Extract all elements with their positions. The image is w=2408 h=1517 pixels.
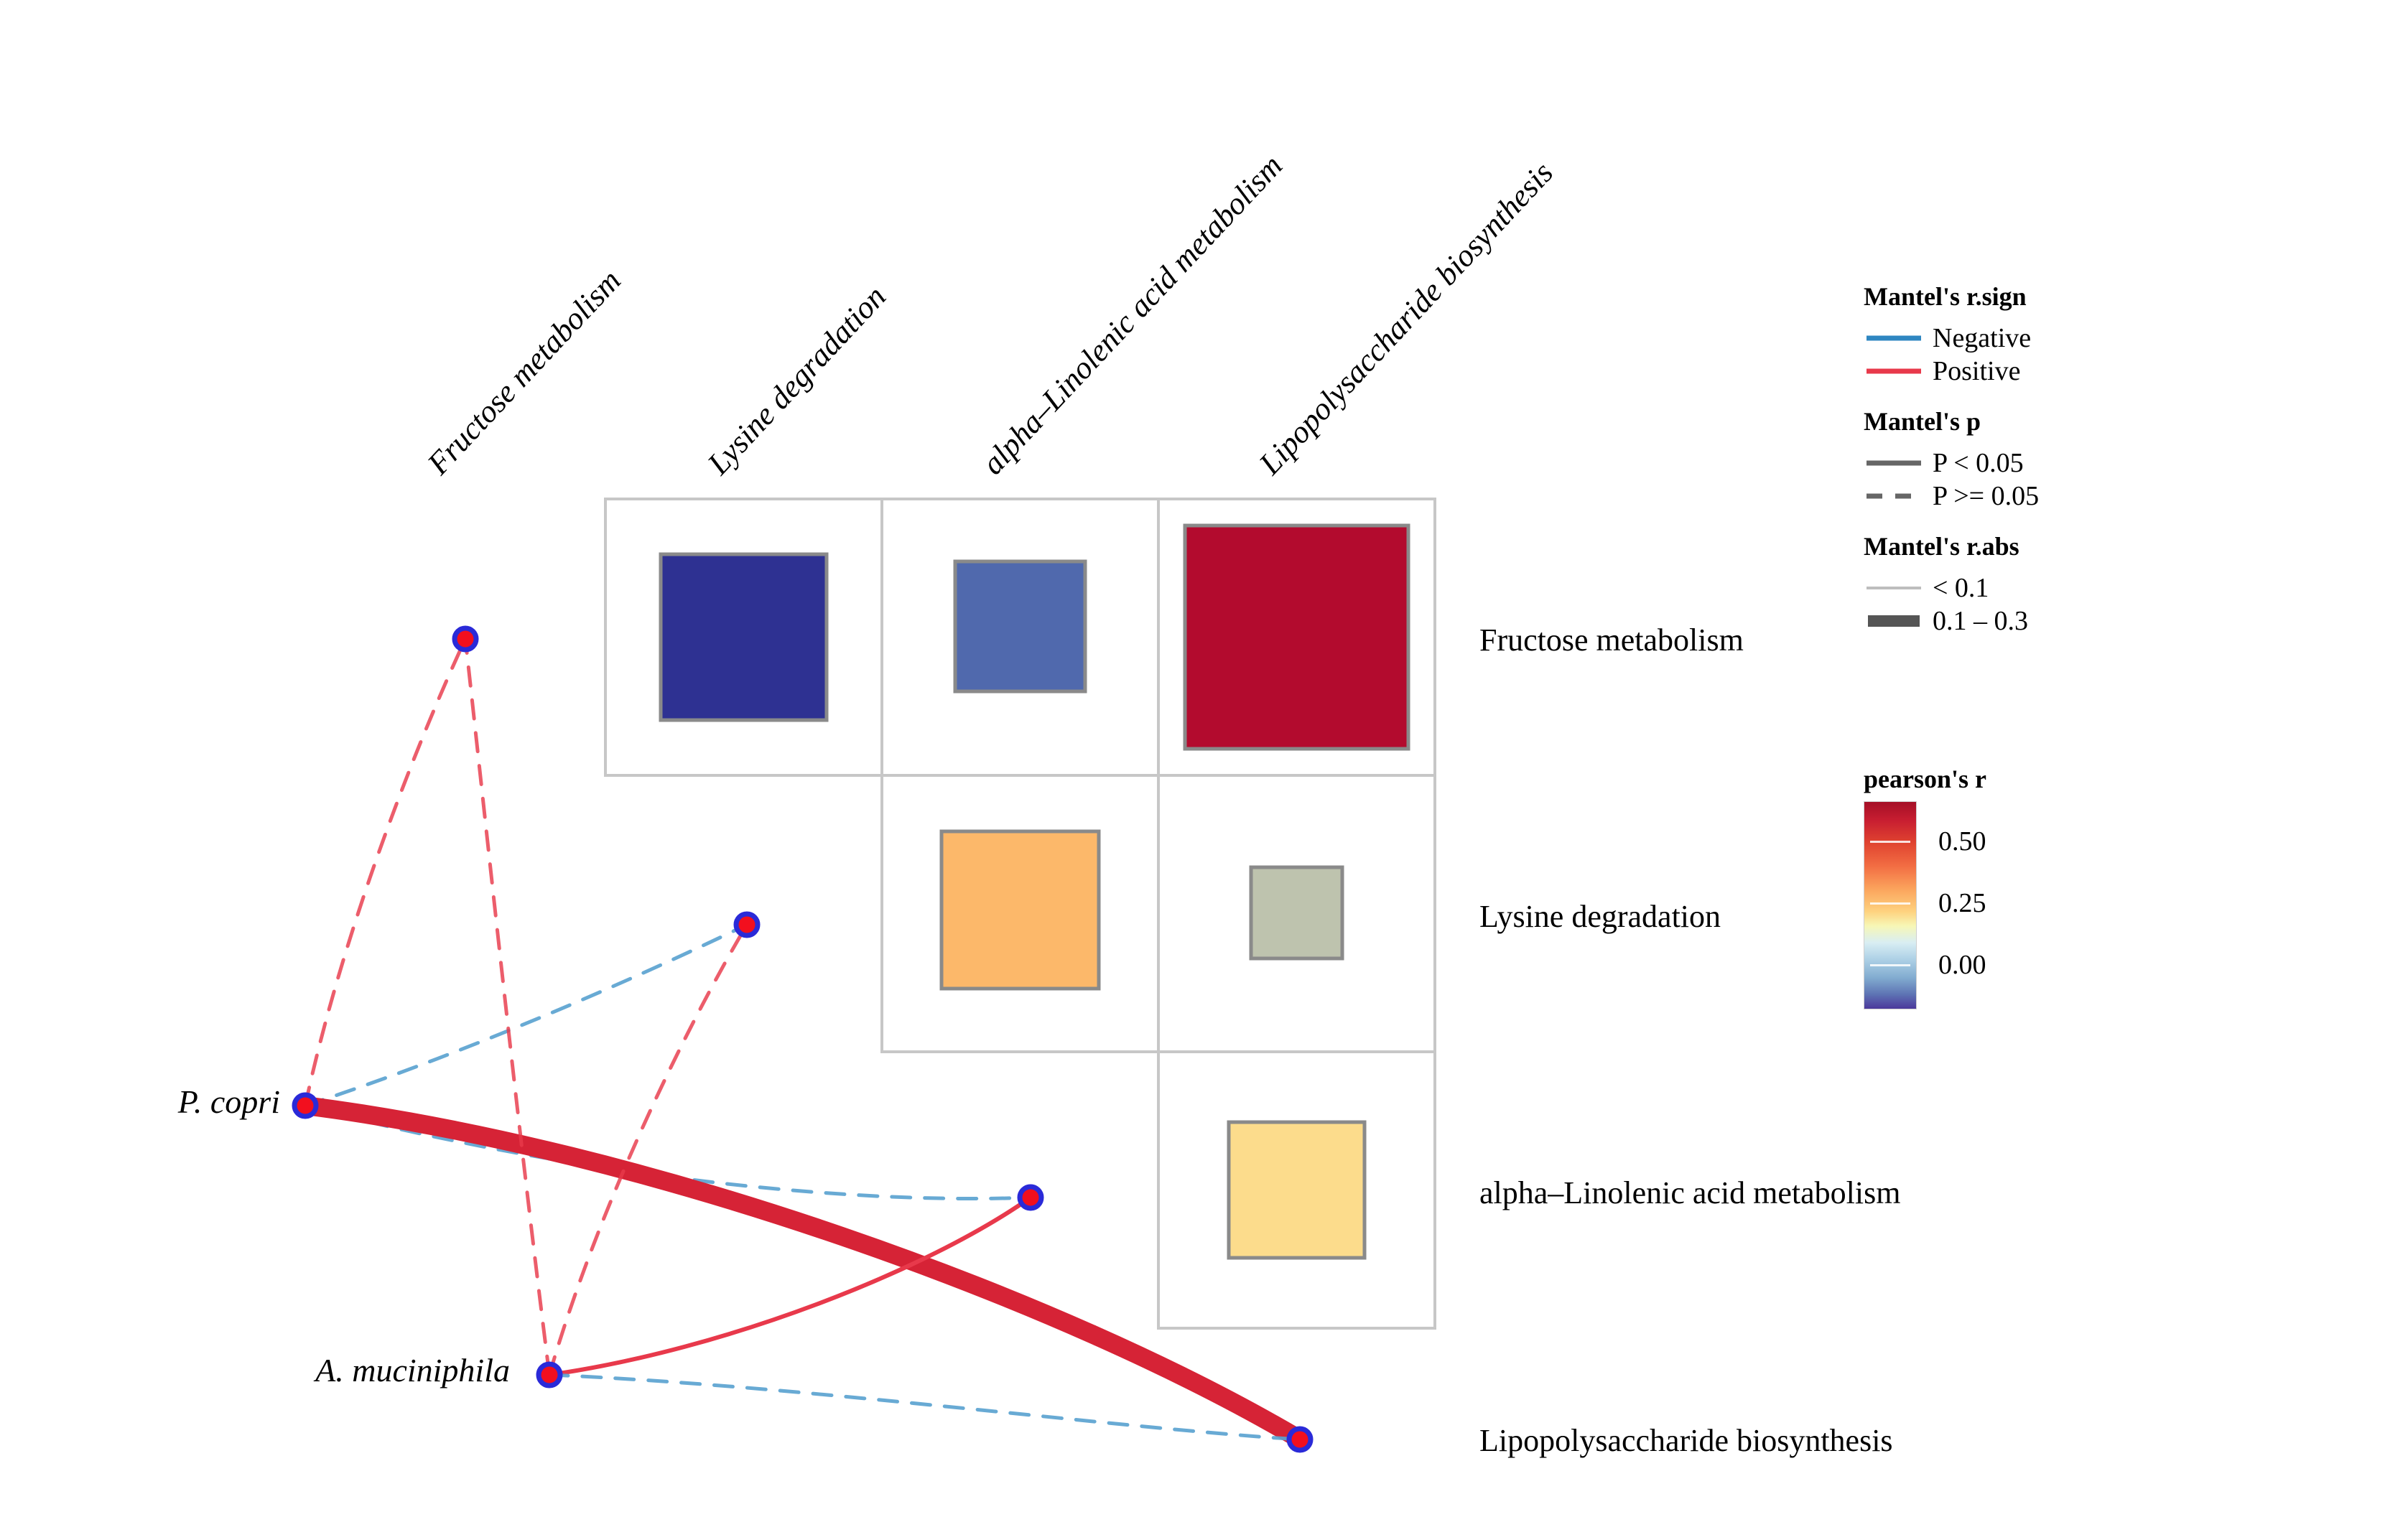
matrix-square-fructose-linolenic xyxy=(1183,523,1410,751)
matrix-square-fructose-fructose xyxy=(659,552,829,722)
network-nodes xyxy=(292,625,1314,1453)
row-label-lipopolysaccharide-biosynthesis: Lipopolysaccharide biosynthesis xyxy=(1479,1423,1893,1458)
legend-item-positive[interactable]: Positive xyxy=(1864,355,2201,388)
legend-key-rabs-thin-line xyxy=(1864,581,1933,595)
matrix-squares xyxy=(659,523,1410,1260)
taxon-label-a-muciniphila: A. muciniphila xyxy=(315,1352,510,1388)
edge-amuciniphila-fructose xyxy=(463,637,552,1377)
mantel-edges xyxy=(296,637,1309,1449)
legend-label-negative: Negative xyxy=(1933,323,2032,353)
taxon-label-p-copri: P. copri xyxy=(177,1083,280,1120)
node-amuciniphila[interactable] xyxy=(536,1361,563,1388)
node-pcopri[interactable] xyxy=(292,1092,319,1119)
colorbar-label-000: 0.00 xyxy=(1938,950,1986,980)
colorbar-body: 0.50 0.25 0.00 xyxy=(1864,801,2079,1017)
legend-item-rabs-01-03[interactable]: 0.1 – 0.3 xyxy=(1864,605,2201,638)
edge-amuciniphila-lysine xyxy=(547,923,749,1377)
legend-title-p: Mantel's p xyxy=(1864,407,1981,436)
legend-title-r-abs: Mantel's r.abs xyxy=(1864,532,2019,561)
legend-label-rabs-01-03: 0.1 – 0.3 xyxy=(1933,606,2028,636)
matrix-square-lysine-linolenic xyxy=(1249,865,1344,961)
legend-key-negative-line xyxy=(1864,332,1933,344)
legend-panel: Mantel's r.sign Negative Positive Mantel… xyxy=(1864,281,2201,638)
legend-item-p-ge-005[interactable]: P >= 0.05 xyxy=(1864,480,2201,513)
edge-amuciniphila-lipopolysaccharide xyxy=(547,1373,1302,1442)
colorbar-title: pearson's r xyxy=(1864,765,1986,793)
edge-pcopri-fructose xyxy=(303,637,468,1108)
colorbar-label-025: 0.25 xyxy=(1938,888,1986,918)
node-fructose[interactable] xyxy=(452,625,479,653)
legend-key-p-solid-line xyxy=(1864,457,1933,469)
colorbar-tick-025 xyxy=(1870,902,1910,905)
colorbar-panel: pearson's r 0.50 0.25 0.00 xyxy=(1864,764,2079,1017)
legend-spacer-2 xyxy=(1864,513,2201,531)
colorbar-label-050: 0.50 xyxy=(1938,826,1986,856)
legend-item-negative[interactable]: Negative xyxy=(1864,322,2201,355)
matrix-square-lysine-lysine xyxy=(939,829,1101,991)
colorbar-tick-000 xyxy=(1870,964,1910,966)
legend-label-p-lt-005: P < 0.05 xyxy=(1933,448,2024,478)
colorbar-gradient[interactable] xyxy=(1864,801,1917,1009)
legend-label-rabs-lt-01: < 0.1 xyxy=(1933,573,1989,603)
edge-pcopri-lipopolysaccharide xyxy=(296,1096,1309,1449)
legend-spacer-1 xyxy=(1864,388,2201,406)
legend-item-rabs-lt-01[interactable]: < 0.1 xyxy=(1864,571,2201,605)
matrix-cell xyxy=(1157,1050,1436,1330)
edge-amuciniphila-linolenic xyxy=(547,1195,1033,1377)
edge-pcopri-lysine xyxy=(303,923,749,1108)
legend-key-p-dashed-line xyxy=(1864,490,1933,502)
legend-label-p-ge-005: P >= 0.05 xyxy=(1933,481,2040,511)
row-label-alpha-linolenic-acid-metabolism: alpha–Linolenic acid metabolism xyxy=(1479,1175,1901,1210)
legend-key-rabs-thick-line xyxy=(1864,613,1933,629)
row-label-lysine-degradation: Lysine degradation xyxy=(1479,899,1721,934)
node-lysine[interactable] xyxy=(733,911,761,938)
matrix-square-linolenic-linolenic xyxy=(1227,1120,1367,1260)
legend-key-positive-line xyxy=(1864,365,1933,377)
legend-label-positive: Positive xyxy=(1933,356,2021,386)
colorbar-tick-050 xyxy=(1870,841,1910,843)
matrix-grid xyxy=(604,498,1436,1330)
row-label-fructose-metabolism: Fructose metabolism xyxy=(1479,622,1744,658)
node-linolenic[interactable] xyxy=(1017,1184,1044,1211)
matrix-square-fructose-lysine xyxy=(953,559,1087,694)
legend-item-p-lt-005[interactable]: P < 0.05 xyxy=(1864,447,2201,480)
node-lipopolysaccharide[interactable] xyxy=(1286,1426,1314,1453)
legend-title-r-sign: Mantel's r.sign xyxy=(1864,282,2027,311)
